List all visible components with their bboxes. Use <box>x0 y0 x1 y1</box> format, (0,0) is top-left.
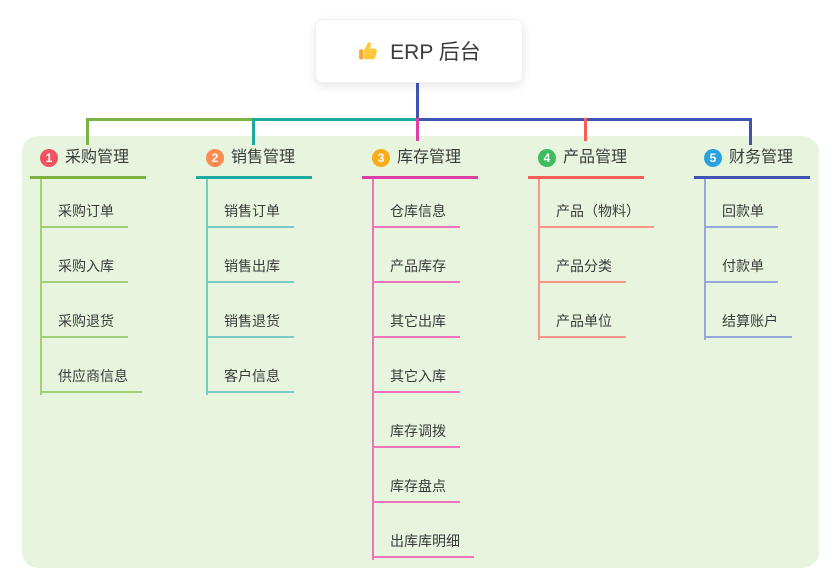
branch-trunk-line <box>538 179 540 340</box>
branch-header-3[interactable]: 3 库存管理 <box>362 147 478 179</box>
child-node[interactable]: 产品库存 <box>372 255 460 283</box>
connector-line <box>252 118 255 145</box>
root-title: ERP 后台 <box>390 41 481 64</box>
child-node[interactable]: 产品分类 <box>538 255 626 283</box>
child-node[interactable]: 采购入库 <box>40 255 128 283</box>
branch-label: 采购管理 <box>65 149 130 166</box>
branch-trunk-line <box>40 179 42 395</box>
branch-number-badge: 4 <box>538 149 556 167</box>
branch-number-badge: 3 <box>372 149 390 167</box>
child-node[interactable]: 回款单 <box>704 200 778 228</box>
child-node[interactable]: 采购退货 <box>40 310 128 338</box>
connector-line <box>749 118 752 145</box>
child-node[interactable]: 产品单位 <box>538 310 626 338</box>
branch-number-badge: 1 <box>40 149 58 167</box>
child-node[interactable]: 库存盘点 <box>372 475 460 503</box>
branch-label: 财务管理 <box>729 149 794 166</box>
thumbs-up-icon <box>357 40 380 63</box>
branch-trunk-line <box>704 179 706 340</box>
connector-line <box>584 118 587 141</box>
child-node[interactable]: 其它入库 <box>372 365 460 393</box>
branch-number-badge: 5 <box>704 149 722 167</box>
child-node[interactable]: 供应商信息 <box>40 365 142 393</box>
connector-line <box>416 118 419 141</box>
child-node[interactable]: 销售退货 <box>206 310 294 338</box>
branch-header-1[interactable]: 1 采购管理 <box>30 147 146 179</box>
connector-line <box>86 118 89 145</box>
child-node[interactable]: 销售订单 <box>206 200 294 228</box>
branch-number-badge: 2 <box>206 149 224 167</box>
connector-line <box>86 118 254 121</box>
child-node[interactable]: 其它出库 <box>372 310 460 338</box>
child-node[interactable]: 库存调拨 <box>372 420 460 448</box>
branch-trunk-line <box>372 179 374 560</box>
child-node[interactable]: 仓库信息 <box>372 200 460 228</box>
branch-label: 产品管理 <box>563 149 628 166</box>
connector-line <box>416 83 419 121</box>
child-node[interactable]: 客户信息 <box>206 365 294 393</box>
branch-header-4[interactable]: 4 产品管理 <box>528 147 644 179</box>
child-node[interactable]: 采购订单 <box>40 200 128 228</box>
root-node[interactable]: ERP 后台 <box>315 19 523 83</box>
child-node[interactable]: 产品（物料） <box>538 200 654 228</box>
child-node[interactable]: 付款单 <box>704 255 778 283</box>
child-node[interactable]: 销售出库 <box>206 255 294 283</box>
branch-trunk-line <box>206 179 208 395</box>
branches-panel <box>22 136 819 568</box>
branch-label: 库存管理 <box>397 149 462 166</box>
connector-line <box>252 118 420 121</box>
child-node[interactable]: 出库库明细 <box>372 530 474 558</box>
child-node[interactable]: 结算账户 <box>704 310 792 338</box>
branch-header-5[interactable]: 5 财务管理 <box>694 147 810 179</box>
branch-label: 销售管理 <box>231 149 296 166</box>
branch-header-2[interactable]: 2 销售管理 <box>196 147 312 179</box>
